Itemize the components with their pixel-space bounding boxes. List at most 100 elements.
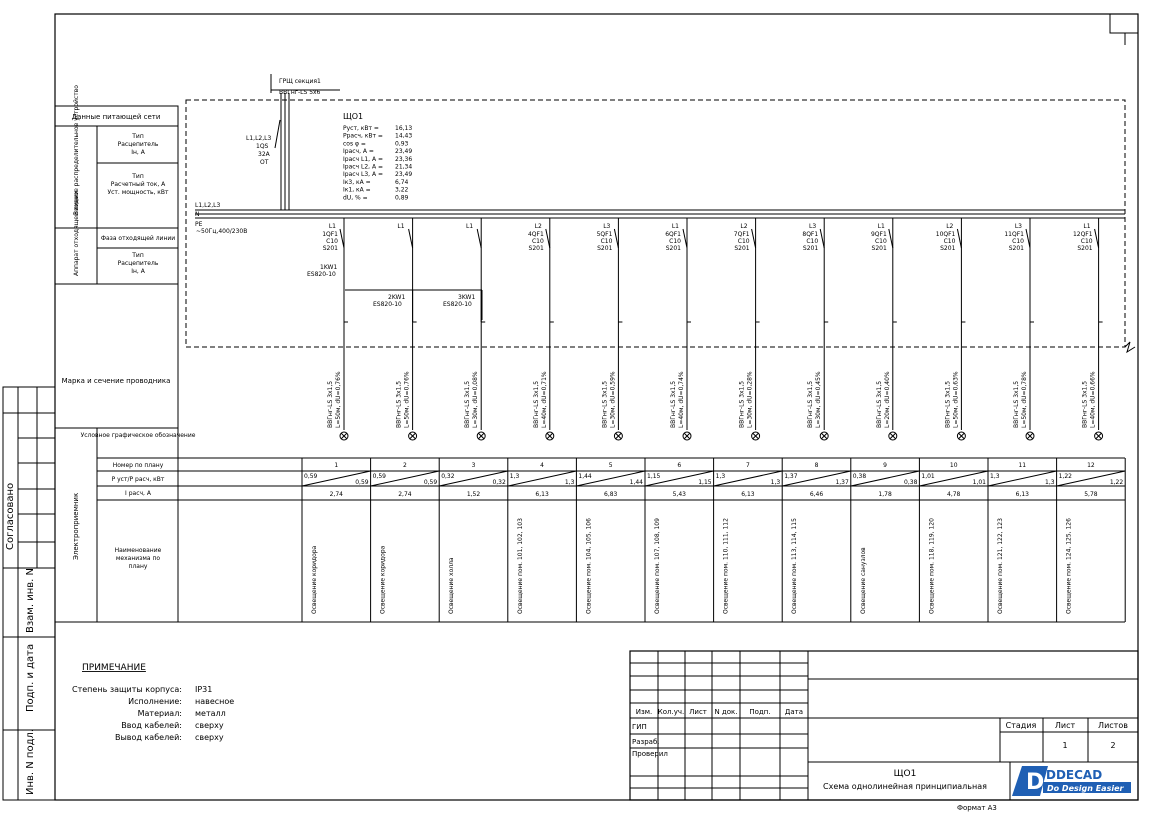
param-value: 0,93: [395, 140, 409, 147]
param-key: Iк3, кА =: [343, 179, 371, 186]
param-value: 23,36: [395, 156, 412, 163]
consumer-number: 10: [950, 462, 958, 469]
cable-type: ВВГнг-LS 3х1,5: [1082, 381, 1089, 428]
role-checker: Проверил: [632, 750, 668, 758]
group-phase: L1: [1083, 223, 1090, 230]
cable-length: L=20м, dU=0,40%: [884, 371, 891, 428]
cable-length: L=30м, dU=0,45%: [815, 371, 822, 428]
power-installed: 1,01: [921, 473, 935, 480]
stage-header: Стадия: [1006, 721, 1037, 730]
cable-length: L=40м, dU=0,66%: [1090, 371, 1097, 428]
tb-col-header: Дата: [785, 708, 803, 716]
lamp-icon: [1025, 431, 1035, 441]
lamp-icon: [408, 431, 418, 441]
consumer-number: 12: [1087, 462, 1095, 469]
lamp-icon: [956, 431, 966, 441]
lamp-icon: [339, 431, 349, 441]
sheets-header: Листов: [1098, 721, 1128, 730]
consumer-symbol-label: Условное графическое обозначение: [81, 432, 196, 439]
cable-length: L=50м, dU=0,76%: [335, 371, 342, 428]
power-diagonal: [782, 470, 851, 487]
note-value: IP31: [195, 685, 212, 694]
corner-box: [1109, 13, 1139, 34]
cable-length: L=30м, dU=0,28%: [747, 371, 754, 428]
tb-col-header: Подп.: [749, 708, 770, 716]
consumer-current: 6,83: [604, 491, 618, 498]
rcd-1-name: 1KW1: [320, 264, 337, 271]
breaker-contact: [476, 228, 482, 249]
left-table: Данные питающей сети Вводное распределит…: [54, 85, 196, 623]
note-key: Вывод кабелей:: [115, 733, 182, 742]
group-phase: L1: [329, 223, 336, 230]
breaker-contact: [888, 228, 894, 249]
stamp-replaced: Взам. инв. N: [25, 568, 36, 633]
group-phase: L1: [672, 223, 679, 230]
consumer-current-label: I расч, А: [125, 490, 152, 497]
stamp-inventory: Инв. N подл.: [25, 729, 36, 795]
cable-type: ВВГнг-LS 3х1,5: [944, 381, 951, 428]
cable-type: ВВГнг-LS 3х1,5: [807, 381, 814, 428]
notes: ПРИМЕЧАНИЕ Степень защиты корпуса:IP31Ис…: [72, 663, 234, 742]
breaker-model: S201: [803, 245, 818, 252]
group-phase: L1: [397, 223, 404, 230]
note-value: металл: [195, 709, 226, 718]
power-diagonal: [850, 470, 920, 487]
input-device-label: Вводное распределительное устройство: [73, 85, 80, 215]
breaker-name: 11QF1: [1004, 231, 1024, 238]
panel-enclosure: [185, 99, 1126, 348]
breaker-name: 8QF1: [802, 231, 818, 238]
cable-type: ВВГнг-LS 3х1,5: [464, 381, 471, 428]
power-calculated: 1,37: [835, 479, 849, 486]
power-calculated: 1,15: [698, 479, 712, 486]
consumer-name: Освещение пом. 113, 114, 115: [791, 518, 798, 614]
breaker-contact: [682, 228, 688, 249]
breaker-curve: C10: [532, 238, 544, 245]
cable-type: ВВГнг-LS 3х1,5: [396, 381, 403, 428]
consumer-number: 1: [334, 462, 338, 469]
breaker-model: S201: [1077, 245, 1092, 252]
feeder: ГРЩ секция1 ВВГнг-LS 5х6 L1,L2,L3 1QS 32…: [246, 74, 340, 210]
breaker-model: S201: [323, 245, 338, 252]
consumer-number: 2: [403, 462, 407, 469]
role-gip: ГИП: [632, 723, 647, 731]
power-calculated: 0,32: [492, 479, 506, 486]
consumer-name: Освещение санузлов: [860, 547, 867, 614]
power-installed: 1,22: [1059, 473, 1073, 480]
power-diagonal: [576, 470, 646, 487]
sheet-format: Формат А3: [957, 804, 997, 812]
power-installed: 1,3: [990, 473, 1000, 480]
param-key: Iрасч L3, А =: [343, 171, 383, 178]
tb-col-header: Лист: [689, 708, 707, 716]
breaker-name: 7QF1: [734, 231, 750, 238]
power-diagonal: [987, 470, 1057, 487]
stamp-agreed: Согласовано: [5, 483, 16, 550]
breaker-curve: C10: [326, 238, 338, 245]
param-key: Ррасч, кВт =: [343, 133, 383, 140]
param-key: Iрасч L1, А =: [343, 156, 383, 163]
group-phase: L2: [535, 223, 542, 230]
power-diagonal: [713, 470, 783, 487]
breaker-name: 6QF1: [665, 231, 681, 238]
breaker-name: 10QF1: [936, 231, 956, 238]
breaker-curve: C10: [669, 238, 681, 245]
lamp-icon: [888, 431, 898, 441]
power-installed: 0,32: [441, 473, 455, 480]
rcd-3-type: ES820-10: [443, 301, 472, 308]
group-phase: L3: [1015, 223, 1022, 230]
consumer-current: 6,13: [741, 491, 755, 498]
breaker-model: S201: [597, 245, 612, 252]
cable-length: L=40м, dU=0,74%: [678, 371, 685, 428]
consumer-number: 8: [815, 462, 819, 469]
tb-col-header: Кол.уч.: [658, 708, 684, 716]
tb-col-header: Изм.: [636, 708, 652, 716]
consumer-name: Освещение коридора: [380, 545, 387, 614]
busbar: L1,L2,L3 N PE ~50Гц,400/230В: [195, 202, 1125, 235]
